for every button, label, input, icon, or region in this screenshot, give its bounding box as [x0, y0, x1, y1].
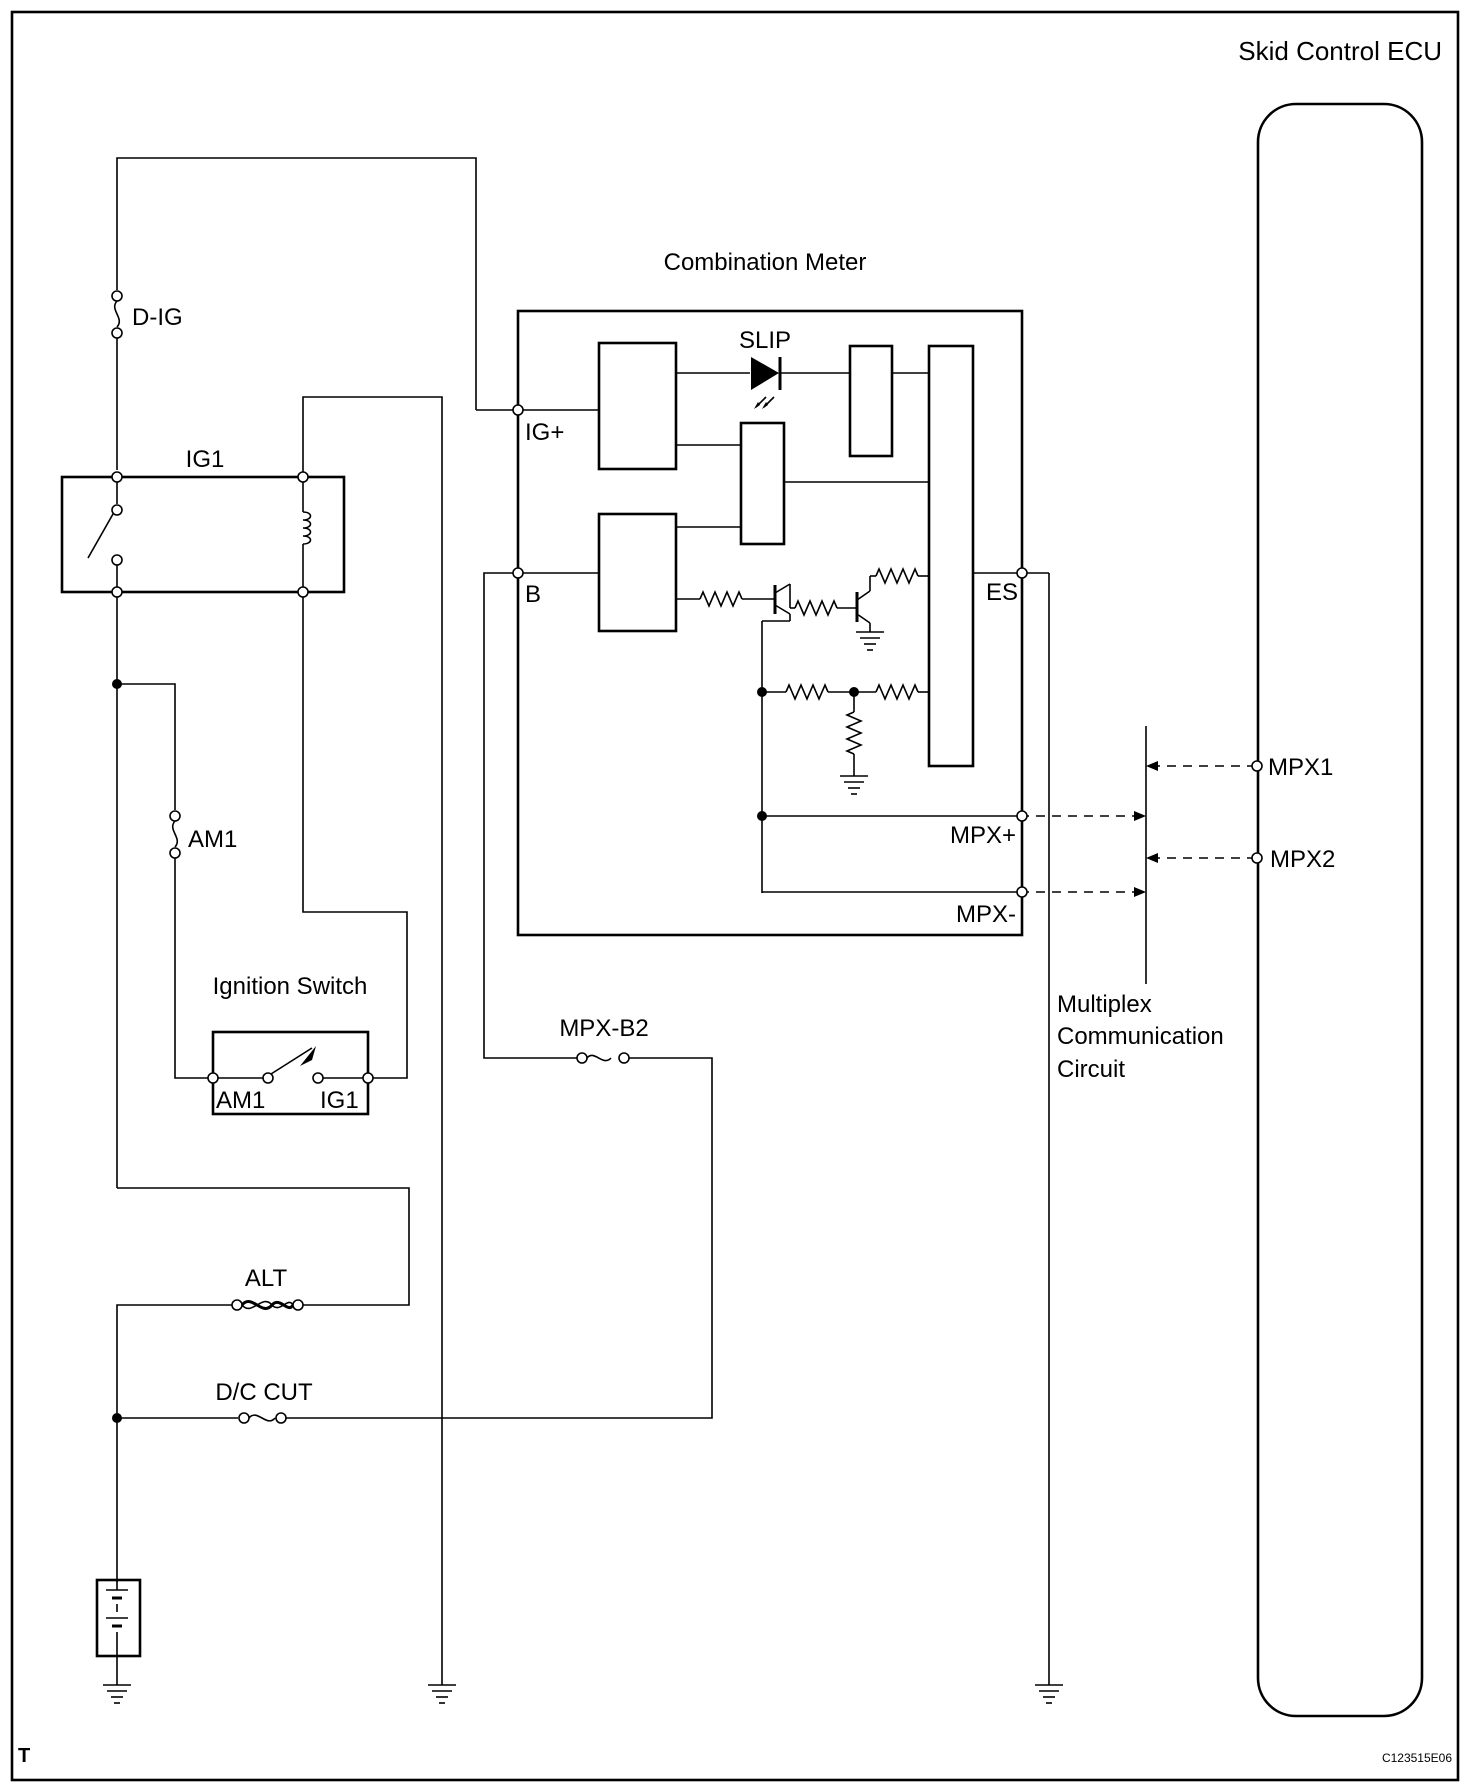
skid-control-ecu: Skid Control ECU MPX1 MPX2 [1146, 36, 1442, 1718]
multiplex-communication-circuit: Multiplex Communication Circuit [1020, 726, 1224, 1083]
diagram-frame [10, 10, 1460, 1782]
b-terminal [512, 567, 524, 579]
slip-indicator-led [751, 357, 782, 409]
cpu-block [927, 344, 975, 768]
power-block-upper [597, 341, 678, 471]
mpx-plus-label: MPX+ [950, 822, 1016, 849]
ig1-relay-label: IG1 [186, 446, 225, 473]
alt-fusible-link [231, 1299, 304, 1311]
es-label: ES [986, 579, 1018, 606]
switch-am1-label: AM1 [216, 1087, 265, 1114]
mpx-minus-terminal [1016, 886, 1028, 898]
mpx1-label: MPX1 [1268, 754, 1333, 781]
mux-label-line2: Communication [1057, 1023, 1224, 1050]
power-block-lower [597, 512, 678, 633]
dc-cut-fuse [238, 1412, 287, 1424]
es-terminal [1016, 567, 1028, 579]
mpx2-terminal [1251, 852, 1263, 864]
ground-symbol-es [1035, 1684, 1063, 1704]
resistor-2 [794, 598, 838, 618]
ignition-switch [207, 1030, 374, 1116]
resistor-6 [844, 711, 864, 755]
am1-fuse [169, 810, 181, 859]
resistor-4 [785, 682, 829, 702]
mpx-minus-label: MPX- [956, 901, 1016, 928]
resistor-5 [875, 682, 919, 702]
d-ig-label: D-IG [132, 304, 183, 331]
ecu-label: Skid Control ECU [1238, 36, 1442, 66]
ig1-relay [60, 471, 346, 598]
mpx2-label: MPX2 [1270, 846, 1335, 873]
resistor-1 [699, 589, 743, 609]
mux-label-line3: Circuit [1057, 1056, 1125, 1083]
relay-coil [302, 511, 312, 545]
ig-plus-label: IG+ [525, 419, 564, 446]
alt-label: ALT [245, 1265, 288, 1292]
mpx-b2-fuse [576, 1052, 630, 1064]
slip-label: SLIP [739, 327, 791, 354]
corner-mark: T [18, 1745, 30, 1767]
ground-symbol-battery [103, 1684, 131, 1704]
am1-fuse-label: AM1 [188, 826, 237, 853]
slip-driver-block [848, 344, 894, 458]
figure-code: C123515E06 [1382, 1751, 1452, 1765]
resistor-3 [875, 566, 919, 586]
ig-plus-terminal [512, 404, 524, 416]
meter-label: Combination Meter [664, 249, 867, 276]
ground-symbol-relay [428, 1684, 456, 1704]
d-ig-fuse [111, 290, 123, 339]
b-label: B [525, 581, 541, 608]
mpx-plus-terminal [1016, 810, 1028, 822]
mpx-b2-label: MPX-B2 [559, 1015, 648, 1042]
combination-meter: Combination Meter SLIP [512, 249, 1028, 937]
battery [95, 1578, 142, 1658]
logic-block [739, 421, 786, 546]
mpx1-terminal [1251, 760, 1263, 772]
mux-label-line1: Multiplex [1057, 991, 1152, 1018]
switch-ig1-label: IG1 [320, 1087, 359, 1114]
dc-cut-label: D/C CUT [215, 1379, 313, 1406]
ignition-switch-label: Ignition Switch [213, 973, 368, 1000]
